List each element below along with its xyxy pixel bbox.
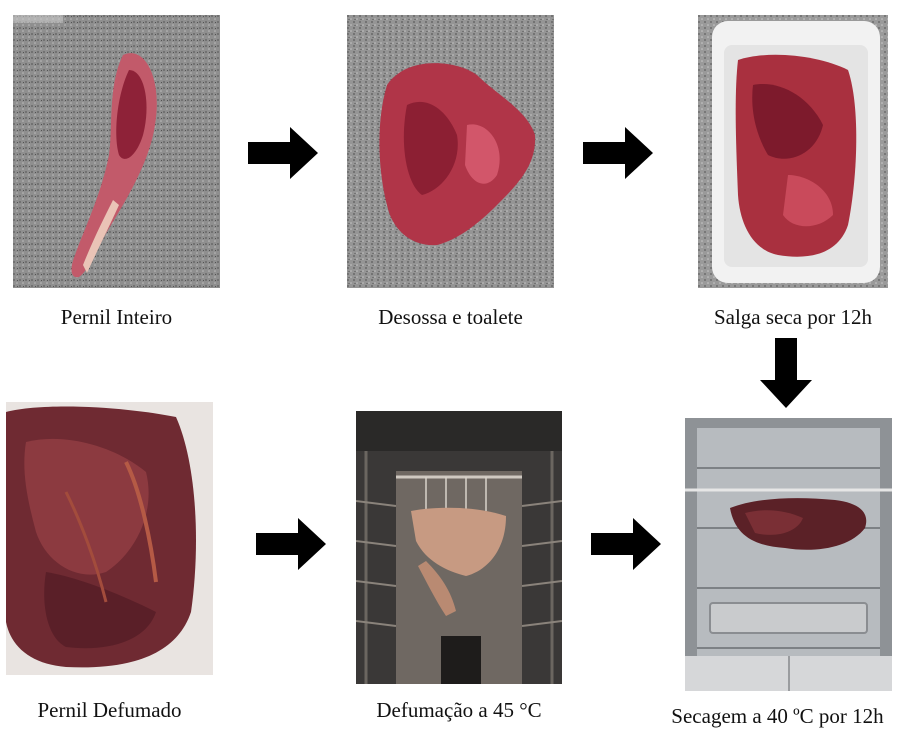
step-caption-pernil-inteiro: Pernil Inteiro: [13, 305, 220, 330]
whole-ham-photo: [13, 15, 220, 288]
step-caption-pernil-defumado: Pernil Defumado: [6, 698, 213, 723]
step-caption-defumacao: Defumação a 45 °C: [356, 698, 562, 723]
arrow-right-icon: [583, 127, 653, 179]
salted-meat-tray-photo: [698, 15, 888, 288]
arrow-right-icon: [256, 518, 326, 570]
step-caption-salga: Salga seca por 12h: [690, 305, 896, 330]
step-caption-secagem: Secagem a 40 ºC por 12h: [655, 704, 900, 729]
arrow-down-icon: [760, 338, 812, 408]
drying-oven-photo: [685, 418, 892, 691]
arrow-right-icon: [591, 518, 661, 570]
smoked-ham-photo: [6, 402, 213, 675]
deboned-meat-photo: [347, 15, 554, 288]
step-caption-desossa: Desossa e toalete: [347, 305, 554, 330]
smokehouse-photo: [356, 411, 562, 684]
arrow-right-icon: [248, 127, 318, 179]
